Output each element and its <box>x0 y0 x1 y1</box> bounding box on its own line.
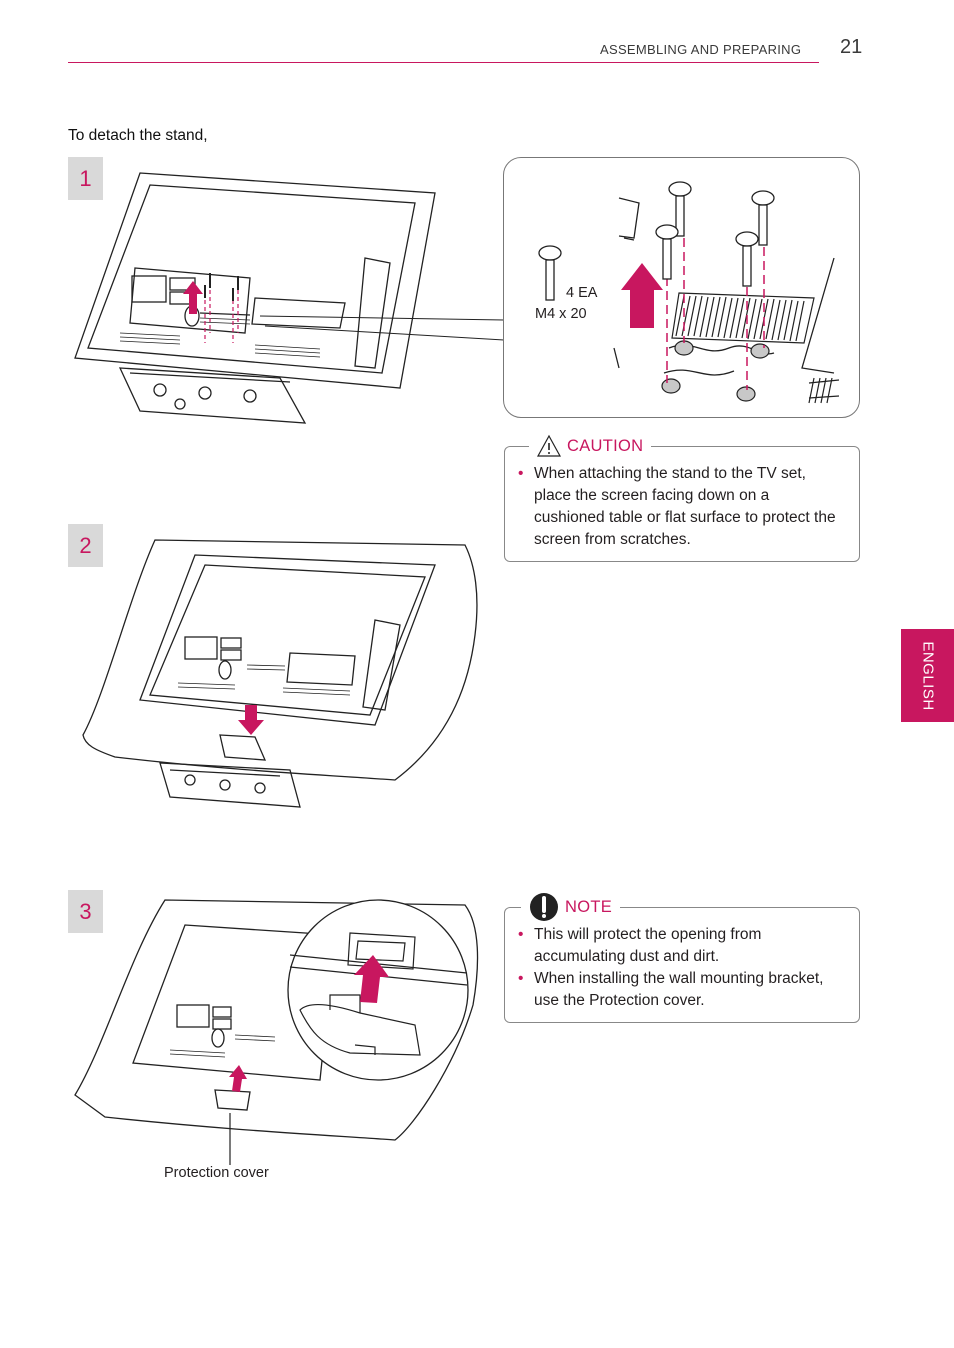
note-list: This will protect the opening from accum… <box>518 924 838 1012</box>
language-tab-label: ENGLISH <box>919 640 936 711</box>
step1-tv-back-illustration <box>74 172 505 424</box>
step-2-number: 2 <box>68 524 103 567</box>
protection-cover-label: Protection cover <box>164 1165 269 1181</box>
step-1-number: 1 <box>68 157 103 200</box>
note-item: This will protect the opening from accum… <box>518 924 838 968</box>
caution-list: When attaching the stand to the TV set, … <box>518 463 838 551</box>
note-callout: NOTE This will protect the opening from … <box>504 892 860 1023</box>
language-tab: ENGLISH <box>901 629 954 722</box>
note-item: When installing the wall mounting bracke… <box>518 968 838 1012</box>
intro-text: To detach the stand, <box>68 127 208 144</box>
note-title: NOTE <box>565 897 613 916</box>
page-number: 21 <box>840 36 863 58</box>
screw-quantity: 4 EA <box>566 285 598 301</box>
step3-tv-protection-cover-illustration <box>74 899 479 1165</box>
header-rule <box>68 62 819 63</box>
step-3-number: 3 <box>68 890 103 933</box>
screw-size: M4 x 20 <box>535 306 587 322</box>
exclamation-circle-icon <box>530 893 558 921</box>
note-header: NOTE <box>521 892 621 922</box>
caution-item: When attaching the stand to the TV set, … <box>518 463 838 551</box>
screw-detail-illustration <box>538 181 840 404</box>
screw-detail-box: 4 EA M4 x 20 <box>503 157 860 418</box>
caution-header: CAUTION <box>529 434 652 457</box>
step2-tv-on-cushion-illustration <box>82 539 478 808</box>
caution-callout: CAUTION When attaching the stand to the … <box>504 434 860 562</box>
caution-title: CAUTION <box>567 436 644 455</box>
warning-triangle-icon <box>536 434 562 457</box>
section-title: ASSEMBLING AND PREPARING <box>600 42 802 57</box>
